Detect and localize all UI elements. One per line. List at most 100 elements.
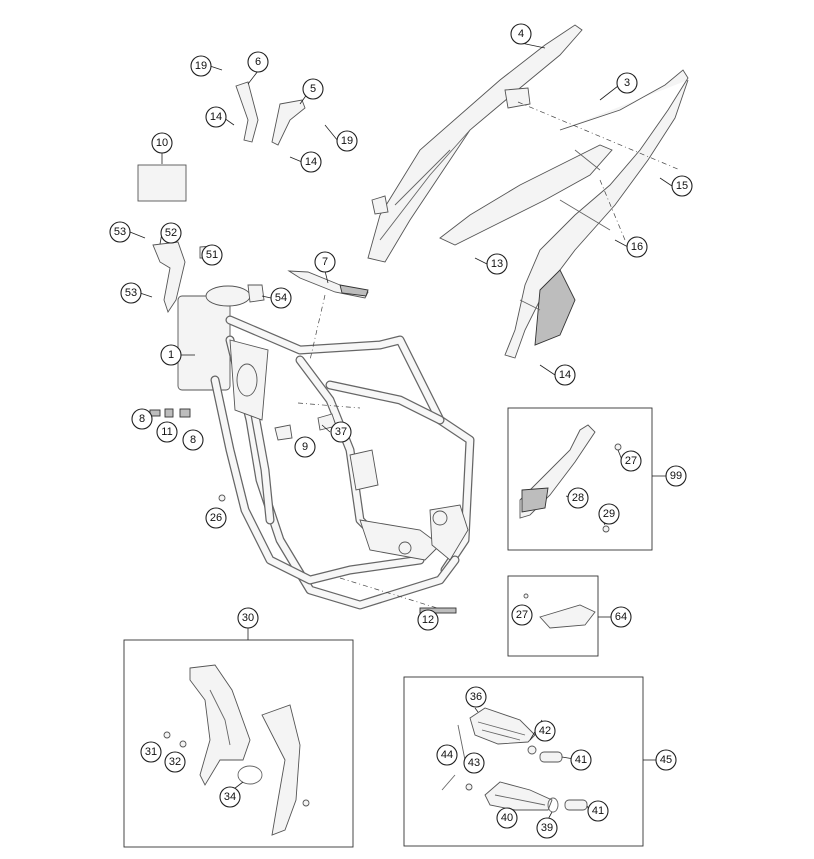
callout-30: 30	[237, 607, 259, 629]
svg-text:39: 39	[541, 822, 553, 834]
callout-6: 6	[247, 51, 269, 73]
callout-42: 42	[534, 720, 556, 742]
callout-12: 12	[417, 609, 439, 631]
svg-text:45: 45	[660, 754, 672, 766]
callout-9: 9	[294, 436, 316, 458]
callout-5: 5	[302, 78, 324, 100]
callout-44: 44	[436, 744, 458, 766]
svg-text:40: 40	[501, 812, 513, 824]
callout-4: 4	[510, 23, 532, 45]
group-box-64	[507, 575, 599, 657]
callout-53b: 53	[120, 282, 142, 304]
main-frame-part	[177, 285, 475, 610]
callout-41a: 41	[570, 749, 592, 771]
callout-3: 3	[616, 72, 638, 94]
svg-text:14: 14	[210, 111, 222, 123]
callout-27a: 27	[620, 450, 642, 472]
callout-27b: 27	[511, 604, 533, 626]
callout-16: 16	[626, 236, 648, 258]
svg-text:1: 1	[168, 349, 174, 361]
callout-45: 45	[655, 749, 677, 771]
group-box-30	[123, 639, 354, 848]
callout-11: 11	[156, 421, 178, 443]
callout-14b: 14	[300, 151, 322, 173]
svg-text:26: 26	[210, 512, 222, 524]
callout-64: 64	[610, 606, 632, 628]
svg-text:16: 16	[631, 241, 643, 253]
callout-37: 37	[330, 421, 352, 443]
svg-text:4: 4	[518, 28, 524, 40]
callout-8: 8	[131, 408, 153, 430]
callout-41b: 41	[587, 800, 609, 822]
callout-32: 32	[164, 751, 186, 773]
subframe-rear-part	[439, 69, 689, 359]
callout-52: 52	[160, 222, 182, 244]
svg-text:28: 28	[572, 492, 584, 504]
svg-text:14: 14	[305, 156, 317, 168]
svg-text:14: 14	[559, 369, 571, 381]
callout-19a: 19	[190, 55, 212, 77]
svg-text:9: 9	[302, 441, 308, 453]
svg-text:32: 32	[169, 756, 181, 768]
svg-text:53: 53	[114, 226, 126, 238]
svg-text:54: 54	[275, 292, 287, 304]
svg-text:19: 19	[195, 60, 207, 72]
svg-text:41: 41	[575, 754, 587, 766]
svg-text:52: 52	[165, 227, 177, 239]
svg-text:30: 30	[242, 612, 254, 624]
callout-8b: 8	[182, 429, 204, 451]
callout-29: 29	[598, 503, 620, 525]
callout-14c: 14	[554, 364, 576, 386]
svg-text:43: 43	[468, 757, 480, 769]
svg-text:8: 8	[190, 434, 196, 446]
svg-text:31: 31	[145, 746, 157, 758]
svg-text:15: 15	[676, 180, 688, 192]
callout-36: 36	[465, 686, 487, 708]
callout-10: 10	[151, 132, 173, 154]
group-box-99	[507, 407, 653, 551]
svg-text:27: 27	[625, 455, 637, 467]
frame-small-parts	[137, 81, 681, 614]
callout-28: 28	[567, 487, 589, 509]
svg-text:11: 11	[161, 426, 172, 438]
svg-text:34: 34	[224, 791, 236, 803]
svg-text:6: 6	[255, 56, 261, 68]
svg-text:53: 53	[125, 287, 137, 299]
callout-53a: 53	[109, 221, 131, 243]
callout-15: 15	[671, 175, 693, 197]
svg-text:10: 10	[156, 137, 168, 149]
svg-text:3: 3	[624, 77, 630, 89]
svg-text:12: 12	[422, 614, 434, 626]
svg-text:27: 27	[516, 609, 528, 621]
callout-14a: 14	[205, 106, 227, 128]
svg-text:13: 13	[491, 258, 503, 270]
callout-13: 13	[486, 253, 508, 275]
svg-text:44: 44	[441, 749, 453, 761]
callout-54: 54	[270, 287, 292, 309]
svg-text:29: 29	[603, 508, 615, 520]
callout-51: 51	[201, 244, 223, 266]
svg-text:51: 51	[206, 249, 218, 261]
subframe-upper-part	[367, 24, 583, 263]
callout-7: 7	[314, 251, 336, 273]
svg-text:37: 37	[335, 426, 347, 438]
svg-text:19: 19	[341, 135, 353, 147]
svg-text:64: 64	[615, 611, 627, 623]
svg-text:41: 41	[592, 805, 604, 817]
svg-text:5: 5	[310, 83, 316, 95]
svg-text:8: 8	[139, 413, 145, 425]
callout-40: 40	[496, 807, 518, 829]
svg-text:99: 99	[670, 470, 682, 482]
callout-31: 31	[140, 741, 162, 763]
callout-99: 99	[665, 465, 687, 487]
callout-34: 34	[219, 786, 241, 808]
svg-text:36: 36	[470, 691, 482, 703]
callout-1: 1	[160, 344, 182, 366]
callout-39: 39	[536, 817, 558, 839]
svg-text:7: 7	[322, 256, 328, 268]
svg-text:42: 42	[539, 725, 551, 737]
callout-43: 43	[463, 752, 485, 774]
callout-19b: 19	[336, 130, 358, 152]
callout-26: 26	[205, 507, 227, 529]
